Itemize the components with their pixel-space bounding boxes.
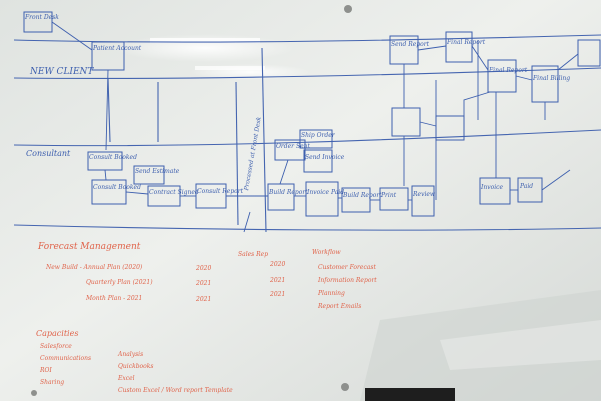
flow-label: Contract Signed xyxy=(149,189,199,196)
notes-value: 2021 xyxy=(196,280,212,287)
flow-label: Final Report xyxy=(447,39,486,46)
notes-value: Information Report xyxy=(318,277,377,284)
notes-line: Quarterly Plan (2021) xyxy=(86,279,153,286)
notes-value: 2021 xyxy=(270,277,286,284)
notes-value: Planning xyxy=(318,290,345,297)
flow-label: Consult Report xyxy=(197,188,244,195)
list-title: Capacities xyxy=(36,329,79,338)
list-item: Salesforce xyxy=(40,343,72,350)
lane-label: Consultant xyxy=(26,149,71,158)
notes-value: 2020 xyxy=(196,265,212,272)
notes-line: Month Plan - 2021 xyxy=(86,295,143,302)
flow-label: Invoice Paid xyxy=(307,189,345,196)
flow-label: Review xyxy=(413,191,436,198)
list-item: Quickbooks xyxy=(118,363,154,370)
flow-label: Print xyxy=(381,192,397,199)
flow-label: Consult Booked xyxy=(93,184,141,191)
mount-screw xyxy=(341,383,349,391)
flow-label: Order Sent xyxy=(276,143,310,150)
notes-value: Customer Forecast xyxy=(318,264,376,271)
flow-label: Send Report xyxy=(391,41,430,48)
mount-screw xyxy=(31,390,37,396)
list-item: Analysis xyxy=(118,351,144,358)
flow-label: Send Invoice xyxy=(305,154,345,161)
list-item: Communications xyxy=(40,355,92,362)
flow-label: Paid xyxy=(520,183,534,190)
notes-title: Forecast Management xyxy=(38,242,141,252)
list-item: Sharing xyxy=(40,379,65,386)
lane-label: NEW CLIENT xyxy=(30,67,94,77)
flow-label: Consult Booked xyxy=(89,154,137,161)
mount-screw xyxy=(344,5,352,13)
notes-value: 2021 xyxy=(270,291,286,298)
list-item: Excel xyxy=(118,375,135,382)
notes-value: Sales Rep xyxy=(238,251,269,258)
list-item: Custom Excel / Word report Template xyxy=(118,387,233,394)
flow-label: Build Report xyxy=(269,189,308,196)
flow-label: Invoice xyxy=(481,184,504,191)
flow-label: Send Estimate xyxy=(135,168,180,175)
flow-label: Ship Order xyxy=(301,132,335,139)
flow-label: Front Desk xyxy=(25,14,59,21)
dark-strip xyxy=(365,388,455,401)
notes-line: New Build - Annual Plan (2020) xyxy=(46,264,143,271)
flow-label: Build Report xyxy=(343,192,382,199)
notes-value: 2020 xyxy=(270,261,286,268)
flow-label: Patient Account xyxy=(93,45,142,52)
notes-value: Workflow xyxy=(312,249,341,256)
flow-label: Final Report xyxy=(489,67,528,74)
list-item: ROI xyxy=(40,367,52,374)
notes-value: Report Emails xyxy=(318,303,362,310)
notes-value: 2021 xyxy=(196,296,212,303)
flow-label: Final Billing xyxy=(533,75,571,82)
